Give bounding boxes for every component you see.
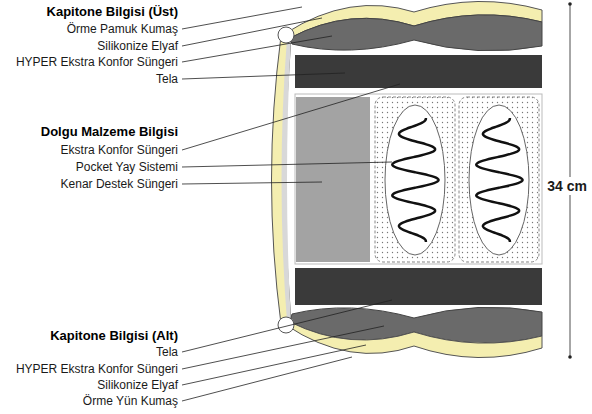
top-quilt-foam	[290, 15, 542, 51]
bottom-fabric	[286, 322, 542, 358]
section-heading: Dolgu Malzeme Bilgisi	[41, 124, 178, 140]
dimension-label: 34 cm	[545, 177, 589, 195]
spring-pocket-bag	[385, 105, 445, 255]
part-label: Tela	[156, 72, 178, 86]
edge-support-foam	[296, 97, 370, 262]
coil-winding	[392, 118, 438, 242]
side-fabric	[272, 36, 292, 324]
spring-pocket	[375, 97, 455, 262]
top-piping	[278, 27, 294, 43]
section-heading: Kapitone Bilgisi (Üst)	[47, 4, 178, 20]
part-label: Pocket Yay Sistemi	[76, 160, 178, 174]
part-label: HYPER Ekstra Konfor Süngeri	[16, 362, 178, 376]
upper-comfort-foam	[295, 55, 542, 88]
side-inner	[282, 38, 292, 322]
part-label: Örme Yün Kumaş	[83, 394, 178, 408]
coil-winding	[476, 118, 522, 242]
part-label: Kenar Destek Süngeri	[61, 177, 178, 191]
spring-pocket	[459, 97, 539, 262]
lower-comfort-foam	[295, 268, 542, 305]
dimension-end	[568, 355, 572, 359]
core-area	[295, 94, 542, 264]
part-label: HYPER Ekstra Konfor Süngeri	[16, 55, 178, 69]
spring-coils	[392, 118, 522, 242]
part-label: Örme Pamuk Kumaş	[67, 22, 178, 36]
dimension-end	[568, 2, 572, 6]
leader-lines	[182, 7, 400, 401]
part-label: Silikonize Elyaf	[97, 39, 178, 53]
part-label: Silikonize Elyaf	[97, 378, 178, 392]
part-label: Tela	[156, 345, 178, 359]
section-heading: Kapitone Bilgisi (Alt)	[50, 328, 178, 344]
part-label: Ekstra Konfor Süngeri	[61, 143, 178, 157]
spring-pocket-bag	[469, 105, 529, 255]
